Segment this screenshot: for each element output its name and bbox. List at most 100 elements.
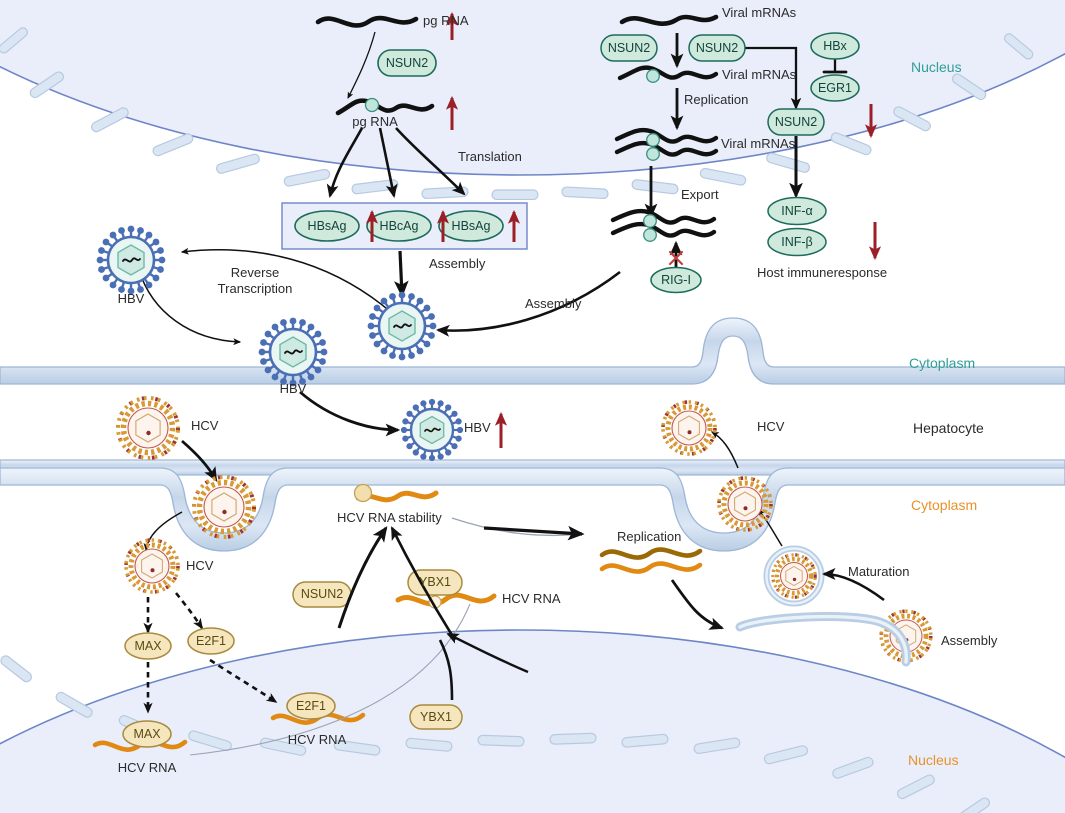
arrow-translation-right (395, 127, 466, 196)
label-maturation: Maturation (848, 564, 910, 579)
hcv-rna-ybx1-strand (395, 592, 497, 609)
reverse-transcription-line-1: Reverse (230, 265, 280, 280)
hcv-rna-stability-strand (353, 483, 439, 503)
label-inf-beta: INF-β (781, 235, 813, 249)
antigen-red-arrows (365, 209, 521, 242)
arrow-replication-to-assembly (670, 579, 725, 630)
plasma-membrane-lower (0, 467, 1065, 552)
arrow-ybx1-to-nucleus-binding (438, 639, 454, 701)
hbv-virion-upper-left (96, 225, 166, 295)
label-nsun2-left: NSUN2 (607, 41, 651, 55)
arrow-into-nuclear-pore (446, 632, 529, 674)
label-hcv-rna-max: HCV RNA (117, 760, 177, 775)
nucleus-bottom-shape (0, 629, 1065, 813)
hbv-virion-released (400, 398, 464, 462)
label-hcv-rna-stability: HCV RNA stability (337, 510, 442, 525)
label-rig-i: RIG-I (661, 273, 691, 287)
rigi-node (650, 266, 702, 294)
label-viral-mrna-top: Viral mRNAs (722, 5, 797, 20)
label-translation: Translation (458, 149, 522, 164)
arrow-nucleus-rna-to-stability (390, 526, 457, 641)
max-node-cytoplasm (124, 632, 172, 660)
label-replication-hcv: Replication (617, 529, 682, 544)
arrow-assembly-from-export (435, 270, 621, 337)
label-e2f1-nucleus: E2F1 (296, 699, 326, 713)
label-hbv-3: HBV (464, 420, 491, 435)
compartment-label-cytoplasm-top: Cytoplasm (909, 355, 976, 371)
compartment-label-nucleus-bottom: Nucleus (908, 752, 959, 768)
reverse-transcription-line-2: Transcription (217, 280, 293, 296)
label-ybx1-nucleus: YBX1 (420, 710, 452, 724)
arrow-translation-left (326, 127, 364, 198)
assembly-vesicle-membrane-inner (738, 614, 908, 664)
label-pg-rna-methylated: pg RNA (352, 114, 398, 129)
arrow-assembly-down (394, 250, 409, 298)
label-hbv-1: HBV (117, 291, 145, 306)
label-reverse-transcription: Reverse Transcription (200, 265, 310, 296)
label-hcv-rna-e2f1: HCV RNA (287, 732, 347, 747)
viral-mrna-replicated-strands (614, 127, 719, 161)
hcv-virion-cytoplasmic (124, 538, 180, 594)
plasma-membrane-top (0, 317, 1065, 385)
hcv-virion-extracellular-left (116, 396, 180, 460)
arrow-hcv-release (710, 431, 739, 469)
label-hbsag-1: HBsAg (307, 219, 347, 233)
e2f1-node-nucleus (286, 692, 336, 720)
nodes-green-top-right (600, 32, 860, 257)
replication-rna-duplex (599, 547, 703, 574)
label-hcv-1: HCV (191, 418, 219, 433)
arrow-hbv-release (299, 390, 401, 437)
label-hcv-2: HCV (186, 558, 214, 573)
label-nsun2-down: NSUN2 (774, 115, 818, 129)
hcv-virion-maturation (763, 545, 825, 607)
compartment-label-cytoplasm-bottom: Cytoplasm (911, 497, 978, 513)
label-max-cytoplasm: MAX (134, 639, 162, 653)
label-hcv-3: HCV (757, 419, 785, 434)
antigen-ellipses (294, 210, 504, 242)
arrow-hcv-entry (181, 439, 218, 482)
label-replication-hbv: Replication (684, 92, 749, 107)
label-nsun2-right: NSUN2 (695, 41, 739, 55)
label-egr1: EGR1 (817, 81, 853, 95)
pg-rna-methylated-strand (335, 97, 435, 116)
arrow-maturation (821, 568, 885, 602)
viral-mrna-methylated-strand (617, 65, 719, 83)
label-assembly-hbv-2: Assembly (525, 296, 582, 311)
arrow-to-replication (483, 525, 585, 541)
label-hcv-rna-ybx1: HCV RNA (502, 591, 561, 606)
nucleus-top-shape (0, 0, 1065, 200)
arrow-nsun2-to-nsun2 (745, 46, 802, 110)
label-e2f1-cytoplasm: E2F1 (196, 634, 226, 648)
label-viral-mrna-methylated: Viral mRNAs (722, 67, 797, 82)
label-pg-rna-top: pg RNA (423, 13, 469, 28)
label-nsun2-hbv: NSUN2 (385, 56, 429, 70)
label-export: Export (681, 187, 719, 202)
arrow-e2f1-to-nucleus (209, 658, 278, 704)
compartment-label-hepatocyte: Hepatocyte (913, 420, 984, 436)
label-ybx1-cytoplasm: YBX1 (419, 575, 451, 589)
viral-mrna-exported-strands (610, 208, 717, 242)
label-inf-alpha: INF-α (781, 204, 813, 218)
label-max-nucleus: MAX (133, 727, 161, 741)
inhibition-hbx-egr1 (822, 58, 848, 74)
label-host-immune-response: Host immuneresponse (757, 265, 888, 280)
ybx1-node-cytoplasm (407, 569, 463, 596)
ybx1-node-nucleus (409, 704, 463, 730)
max-node-nucleus (122, 720, 172, 748)
hcv-virion-egress (717, 476, 773, 532)
hbv-virion-budding (258, 317, 328, 387)
label-hbx: HBx (823, 39, 847, 53)
label-assembly-hbv: Assembly (429, 256, 486, 271)
viral-mrna-top-strand (619, 14, 719, 27)
hbv-virion-assembly (367, 291, 437, 361)
arrow-reverse-transcription (180, 247, 401, 321)
label-assembly-hcv: Assembly (941, 633, 998, 648)
label-hbcag: HBcAg (379, 219, 419, 233)
pg-rna-top-strand (315, 15, 419, 28)
block-cross-icon (668, 250, 684, 266)
label-nsun2-hcv: NSUN2 (300, 587, 344, 601)
arrow-hbv-to-budding (138, 269, 242, 346)
arrow-hcv-uncoating (143, 511, 183, 552)
